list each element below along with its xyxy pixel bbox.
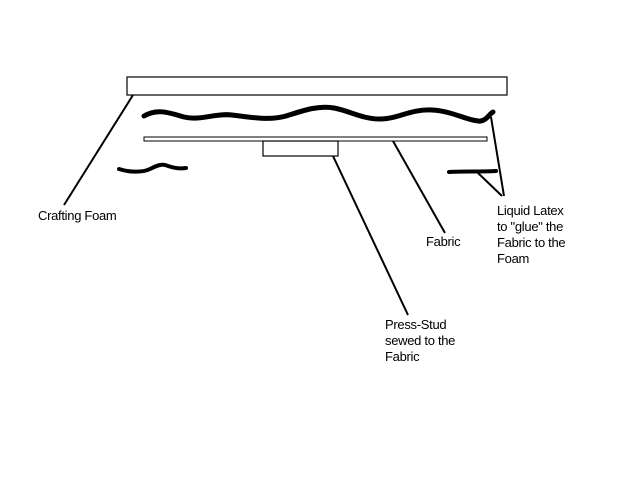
label-liquid-latex-line: Fabric to the: [497, 235, 566, 250]
label-liquid-latex-line: Liquid Latex: [497, 203, 564, 218]
leader-press-stud: [332, 155, 409, 316]
crafting-foam-slab: [126, 76, 508, 96]
leader-latex-top: [490, 116, 505, 197]
label-press-stud: Press-Stud sewed to the Fabric: [385, 317, 455, 365]
latex-blob-right: [447, 169, 498, 174]
label-liquid-latex-line: Foam: [497, 251, 530, 266]
fabric-strip: [143, 136, 488, 142]
label-press-stud-line: sewed to the: [385, 333, 456, 348]
press-stud-rect: [262, 140, 339, 157]
label-liquid-latex: Liquid Latex to "glue" the Fabric to the…: [497, 203, 566, 267]
label-press-stud-line: Press-Stud: [385, 317, 447, 332]
leader-latex-right: [477, 172, 503, 197]
label-fabric: Fabric: [426, 234, 461, 250]
label-fabric-text: Fabric: [426, 234, 461, 249]
latex-wave-top: [141, 104, 496, 124]
label-press-stud-line: Fabric: [385, 349, 420, 364]
leader-fabric: [392, 140, 446, 234]
label-crafting-foam: Crafting Foam: [38, 208, 117, 224]
label-crafting-foam-text: Crafting Foam: [38, 208, 117, 223]
label-liquid-latex-line: to "glue" the: [497, 219, 564, 234]
latex-blob-left: [117, 162, 188, 174]
leader-crafting-foam: [63, 94, 134, 206]
